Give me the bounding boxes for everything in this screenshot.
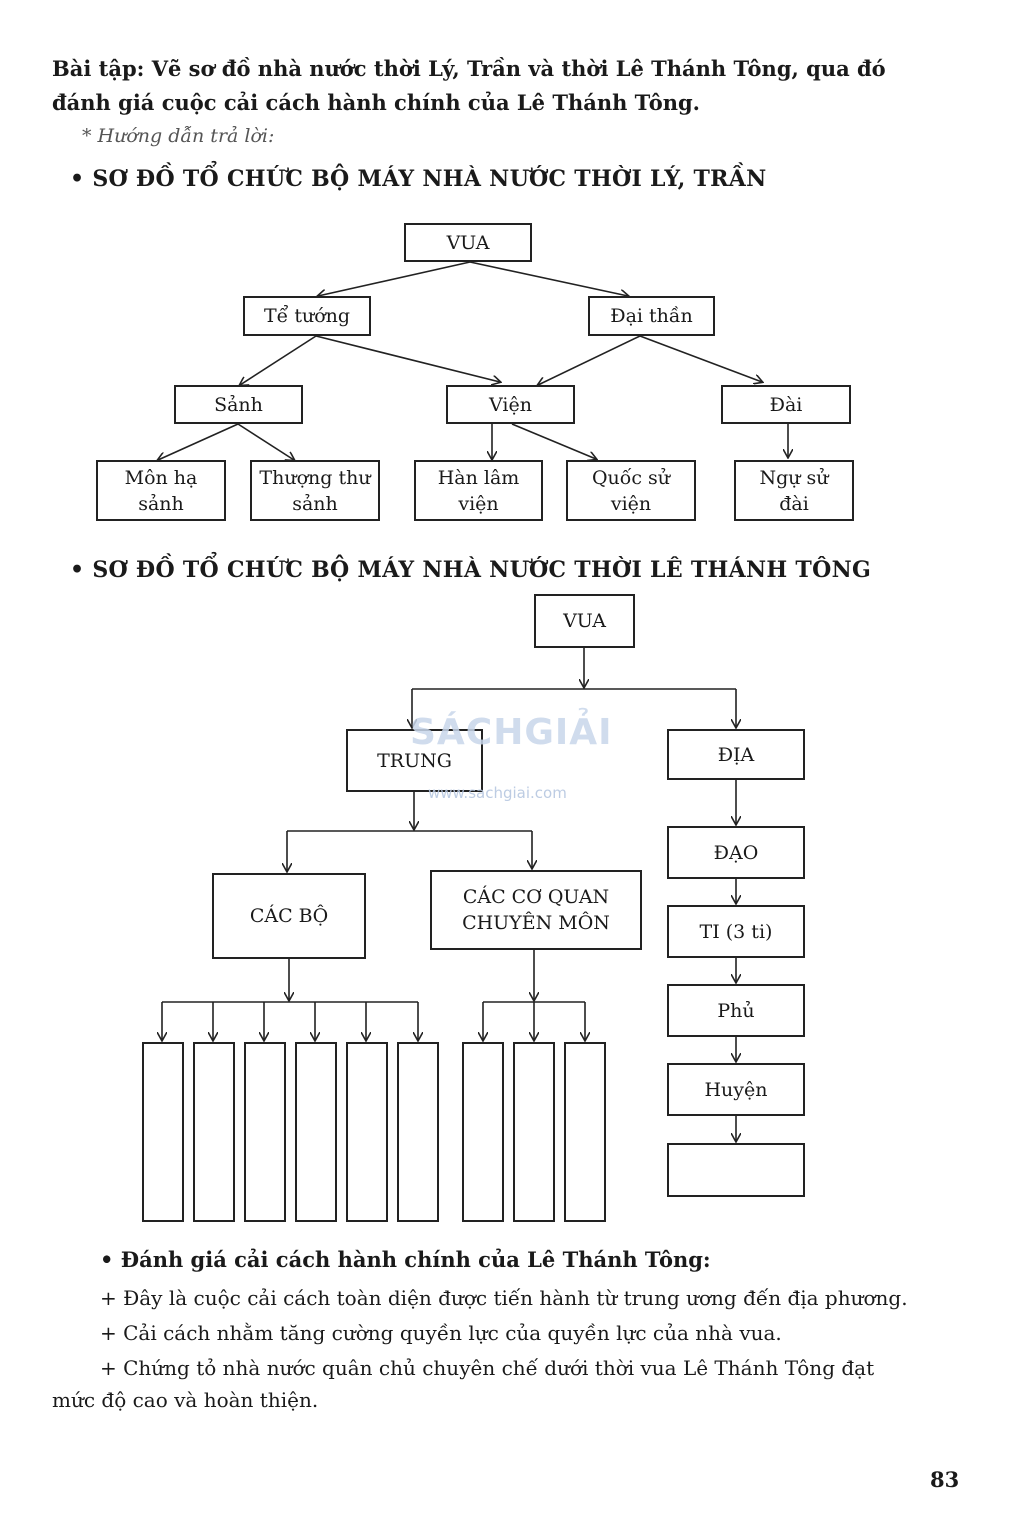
d1-han-lam-vien-box: Hàn lâm viện bbox=[414, 460, 543, 521]
d1-vua-box: VUA bbox=[404, 223, 532, 262]
d2-co-quan-line1: CÁC CƠ QUAN bbox=[462, 886, 610, 908]
d1-ngu-su-dai-line2: đài bbox=[779, 492, 809, 515]
d1-vien-label: Viện bbox=[489, 393, 532, 416]
d2-cac-bo-label: CÁC BỘ bbox=[249, 905, 329, 927]
d1-sanh-box: Sảnh bbox=[174, 385, 303, 424]
evaluation-point-3-line-2: mức độ cao và hoàn thiện. bbox=[52, 1388, 319, 1412]
d2-dao-label: ĐẠO bbox=[713, 841, 759, 864]
diagram2-heading: • SƠ ĐỒ TỔ CHỨC BỘ MÁY NHÀ NƯỚC THỜI LÊ … bbox=[70, 557, 872, 583]
exercise-line-2: đánh giá cuộc cải cách hành chính của Lê… bbox=[52, 90, 700, 115]
d2-bo-blank-3 bbox=[244, 1042, 286, 1222]
d1-thuong-thu-sanh-box: Thượng thư sảnh bbox=[250, 460, 380, 521]
d2-cq-blank-2 bbox=[513, 1042, 555, 1222]
d1-han-lam-vien-line1: Hàn lâm bbox=[437, 466, 520, 489]
d1-dai-than-box: Đại thần bbox=[588, 296, 715, 336]
d2-huyen-label: Huyện bbox=[704, 1078, 768, 1101]
d2-blank-local-box bbox=[667, 1143, 805, 1197]
evaluation-point-3-line-1: + Chứng tỏ nhà nước quân chủ chuyên chế … bbox=[100, 1356, 875, 1380]
d2-phu-box: Phủ bbox=[667, 984, 805, 1037]
evaluation-title: • Đánh giá cải cách hành chính của Lê Th… bbox=[100, 1247, 711, 1272]
d2-co-quan-box: CÁC CƠ QUAN CHUYÊN MÔN bbox=[430, 870, 642, 950]
d1-thuong-thu-sanh-line1: Thượng thư bbox=[259, 466, 371, 489]
page-number: 83 bbox=[930, 1467, 960, 1492]
d1-han-lam-vien-line2: viện bbox=[458, 492, 499, 515]
diagram1-heading: • SƠ ĐỒ TỔ CHỨC BỘ MÁY NHÀ NƯỚC THỜI LÝ,… bbox=[70, 166, 767, 192]
d2-ti-label: TI (3 ti) bbox=[699, 920, 773, 943]
d2-dao-box: ĐẠO bbox=[667, 826, 805, 879]
d2-trung-label: TRUNG bbox=[377, 749, 452, 772]
answer-hint: * Hướng dẫn trả lời: bbox=[82, 125, 275, 147]
d1-vua-label: VUA bbox=[446, 231, 490, 254]
d1-te-tuong-label: Tể tướng bbox=[263, 305, 351, 327]
watermark-logo: SÁCHGIẢI bbox=[410, 712, 613, 753]
d1-thuong-thu-sanh-line2: sảnh bbox=[292, 492, 338, 515]
d2-bo-blank-1 bbox=[142, 1042, 184, 1222]
d1-quoc-su-vien-line2: viện bbox=[610, 492, 652, 515]
d1-ngu-su-dai-line1: Ngự sử bbox=[759, 466, 829, 489]
d2-bo-blank-6 bbox=[397, 1042, 439, 1222]
d2-huyen-box: Huyện bbox=[667, 1063, 805, 1116]
d2-trung-box: TRUNG bbox=[346, 729, 483, 792]
d1-mon-ha-sanh-line1: Môn hạ bbox=[124, 466, 198, 489]
d2-bo-blank-2 bbox=[193, 1042, 235, 1222]
d2-bo-blank-5 bbox=[346, 1042, 388, 1222]
d2-bo-blank-4 bbox=[295, 1042, 337, 1222]
d1-sanh-label: Sảnh bbox=[214, 393, 263, 416]
d1-quoc-su-vien-line1: Quốc sử bbox=[591, 466, 671, 489]
evaluation-point-1: + Đây là cuộc cải cách toàn diện được ti… bbox=[100, 1286, 908, 1310]
d1-mon-ha-sanh-line2: sảnh bbox=[138, 492, 184, 515]
d2-phu-label: Phủ bbox=[717, 999, 755, 1022]
d1-dai-box: Đài bbox=[721, 385, 851, 424]
d2-vua-label: VUA bbox=[563, 610, 606, 632]
d2-vua-box: VUA bbox=[534, 594, 635, 648]
d1-dai-label: Đài bbox=[769, 393, 803, 416]
d2-cq-blank-1 bbox=[462, 1042, 504, 1222]
watermark-url: www.sachgiai.com bbox=[428, 784, 567, 802]
d1-vien-box: Viện bbox=[446, 385, 575, 424]
exercise-line-1: Bài tập: Vẽ sơ đồ nhà nước thời Lý, Trần… bbox=[52, 56, 886, 81]
d2-cq-blank-3 bbox=[564, 1042, 606, 1222]
d2-co-quan-line2: CHUYÊN MÔN bbox=[462, 912, 610, 934]
d1-ngu-su-dai-box: Ngự sử đài bbox=[734, 460, 854, 521]
d2-dia-label: ĐỊA bbox=[717, 743, 755, 766]
d1-mon-ha-sanh-box: Môn hạ sảnh bbox=[96, 460, 226, 521]
evaluation-point-2: + Cải cách nhằm tăng cường quyền lực của… bbox=[100, 1321, 782, 1345]
d2-cac-bo-box: CÁC BỘ bbox=[212, 873, 366, 959]
d1-te-tuong-box: Tể tướng bbox=[243, 296, 371, 336]
d1-quoc-su-vien-box: Quốc sử viện bbox=[566, 460, 696, 521]
d2-ti-box: TI (3 ti) bbox=[667, 905, 805, 958]
d1-dai-than-label: Đại thần bbox=[610, 305, 693, 327]
d2-dia-box: ĐỊA bbox=[667, 729, 805, 780]
